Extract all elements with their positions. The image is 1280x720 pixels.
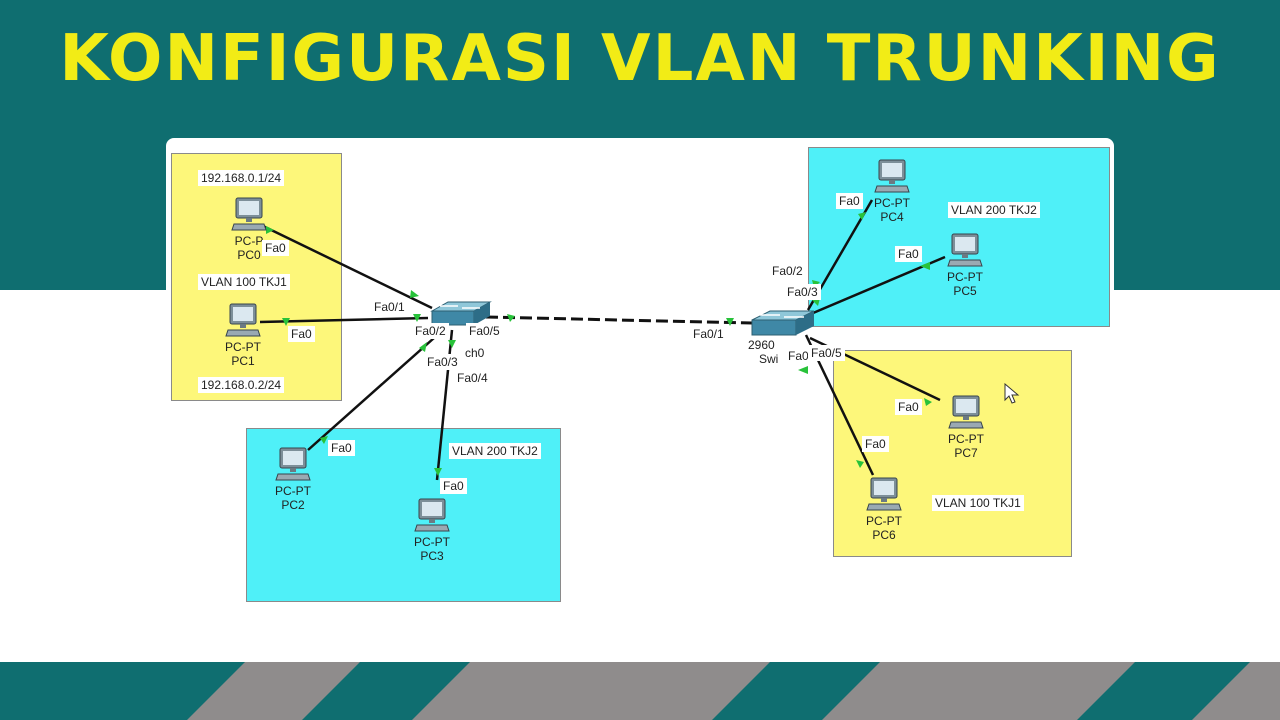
pc6-type: PC-PT xyxy=(866,514,902,528)
pc4-name: PC4 xyxy=(880,210,904,224)
link-light xyxy=(507,314,515,322)
pc5-name: PC5 xyxy=(953,284,977,298)
switch0-port-fa0-5: Fa0/5 xyxy=(466,323,503,339)
switch1-icon xyxy=(751,310,815,336)
vlan-label-right-top: VLAN 200 TKJ2 xyxy=(948,202,1040,218)
ip-label-pc1: 192.168.0.2/24 xyxy=(198,377,285,393)
pc2-port-label: Fa0 xyxy=(328,440,355,456)
pc1-port-label: Fa0 xyxy=(288,326,315,342)
switch0-port-fa0-4: Fa0/4 xyxy=(454,370,491,386)
page-title: KONFIGURASI VLAN TRUNKING xyxy=(59,22,1221,96)
trunk-link xyxy=(485,315,753,325)
pc3-type: PC-PT xyxy=(414,535,450,549)
link-light xyxy=(726,318,734,326)
computer-icon xyxy=(225,303,261,337)
pc0[interactable]: PC-P PC0 xyxy=(224,196,274,262)
pc7-port-label: Fa0 xyxy=(895,399,922,415)
link-light xyxy=(448,340,456,348)
switch0-port-fa0-2: Fa0/2 xyxy=(412,323,449,339)
switch1-port-fa0-3: Fa0/3 xyxy=(784,284,821,300)
pc2-type: PC-PT xyxy=(275,484,311,498)
pc6-port-label: Fa0 xyxy=(862,436,889,452)
pc0-name: PC0 xyxy=(237,248,261,262)
link-light xyxy=(419,342,427,352)
switch0-port-fa0-1: Fa0/1 xyxy=(371,299,408,315)
link-light xyxy=(413,314,421,322)
switch0-icon xyxy=(430,301,492,326)
computer-icon xyxy=(275,447,311,481)
switch0-port-fa0-3: Fa0/3 xyxy=(424,354,461,370)
switch1-label: Swi xyxy=(756,351,782,367)
pc4-port-label: Fa0 xyxy=(836,193,863,209)
link-light xyxy=(282,318,290,326)
pc2-name: PC2 xyxy=(281,498,305,512)
pc7-name: PC7 xyxy=(954,446,978,460)
link-pc2-switch0 xyxy=(307,329,444,451)
pc3-name: PC3 xyxy=(420,549,444,563)
computer-icon xyxy=(414,498,450,532)
switch0-label: ch0 xyxy=(462,345,488,361)
vlan-label-left-top: VLAN 100 TKJ1 xyxy=(198,274,290,290)
pc7-type: PC-PT xyxy=(948,432,984,446)
pc1[interactable]: PC-PT PC1 xyxy=(218,302,268,368)
link-light xyxy=(920,262,930,270)
pc5-type: PC-PT xyxy=(947,270,983,284)
link-light xyxy=(434,468,442,476)
link-pc0-switch0 xyxy=(262,224,433,310)
computer-icon xyxy=(947,233,983,267)
pc1-type: PC-PT xyxy=(225,340,261,354)
pc3-port-label: Fa0 xyxy=(440,478,467,494)
switch1-port-fa0: Fa0 xyxy=(785,348,812,364)
pc7[interactable]: PC-PT PC7 xyxy=(941,394,991,460)
pc6[interactable]: PC-PT PC6 xyxy=(859,476,909,542)
computer-icon xyxy=(874,159,910,193)
vlan-label-left-bottom: VLAN 200 TKJ2 xyxy=(449,443,541,459)
pc6-name: PC6 xyxy=(872,528,896,542)
vlan-label-right-bottom: VLAN 100 TKJ1 xyxy=(932,495,1024,511)
pc2[interactable]: PC-PT PC2 xyxy=(268,446,318,512)
link-pc5-switch1 xyxy=(805,255,946,318)
pc0-port-label: Fa0 xyxy=(262,240,289,256)
pc5-port-label: Fa0 xyxy=(895,246,922,262)
computer-icon xyxy=(948,395,984,429)
switch1-port-fa0-5: Fa0/5 xyxy=(808,345,845,361)
pc5[interactable]: PC-PT PC5 xyxy=(940,232,990,298)
computer-icon xyxy=(866,477,902,511)
ip-label-pc0: 192.168.0.1/24 xyxy=(198,170,285,186)
pc0-type: PC-P xyxy=(234,234,264,248)
pc4[interactable]: PC-PT PC4 xyxy=(867,158,917,224)
link-light xyxy=(320,436,328,444)
mouse-cursor-icon xyxy=(1004,383,1020,404)
link-light xyxy=(812,298,820,306)
switch1-model: 2960 xyxy=(745,337,778,353)
switch1-port-fa0-2: Fa0/2 xyxy=(769,263,806,279)
link-light xyxy=(924,398,932,406)
pc1-name: PC1 xyxy=(231,354,255,368)
link-light xyxy=(410,290,419,298)
pc3[interactable]: PC-PT PC3 xyxy=(407,497,457,563)
switch1-port-fa0-1: Fa0/1 xyxy=(690,326,727,342)
link-light xyxy=(856,460,864,468)
zone-right-vlan100 xyxy=(833,350,1072,557)
link-light xyxy=(266,226,274,234)
pc4-type: PC-PT xyxy=(874,196,910,210)
link-light xyxy=(858,212,866,220)
link-light xyxy=(798,366,808,374)
computer-icon xyxy=(231,197,267,231)
